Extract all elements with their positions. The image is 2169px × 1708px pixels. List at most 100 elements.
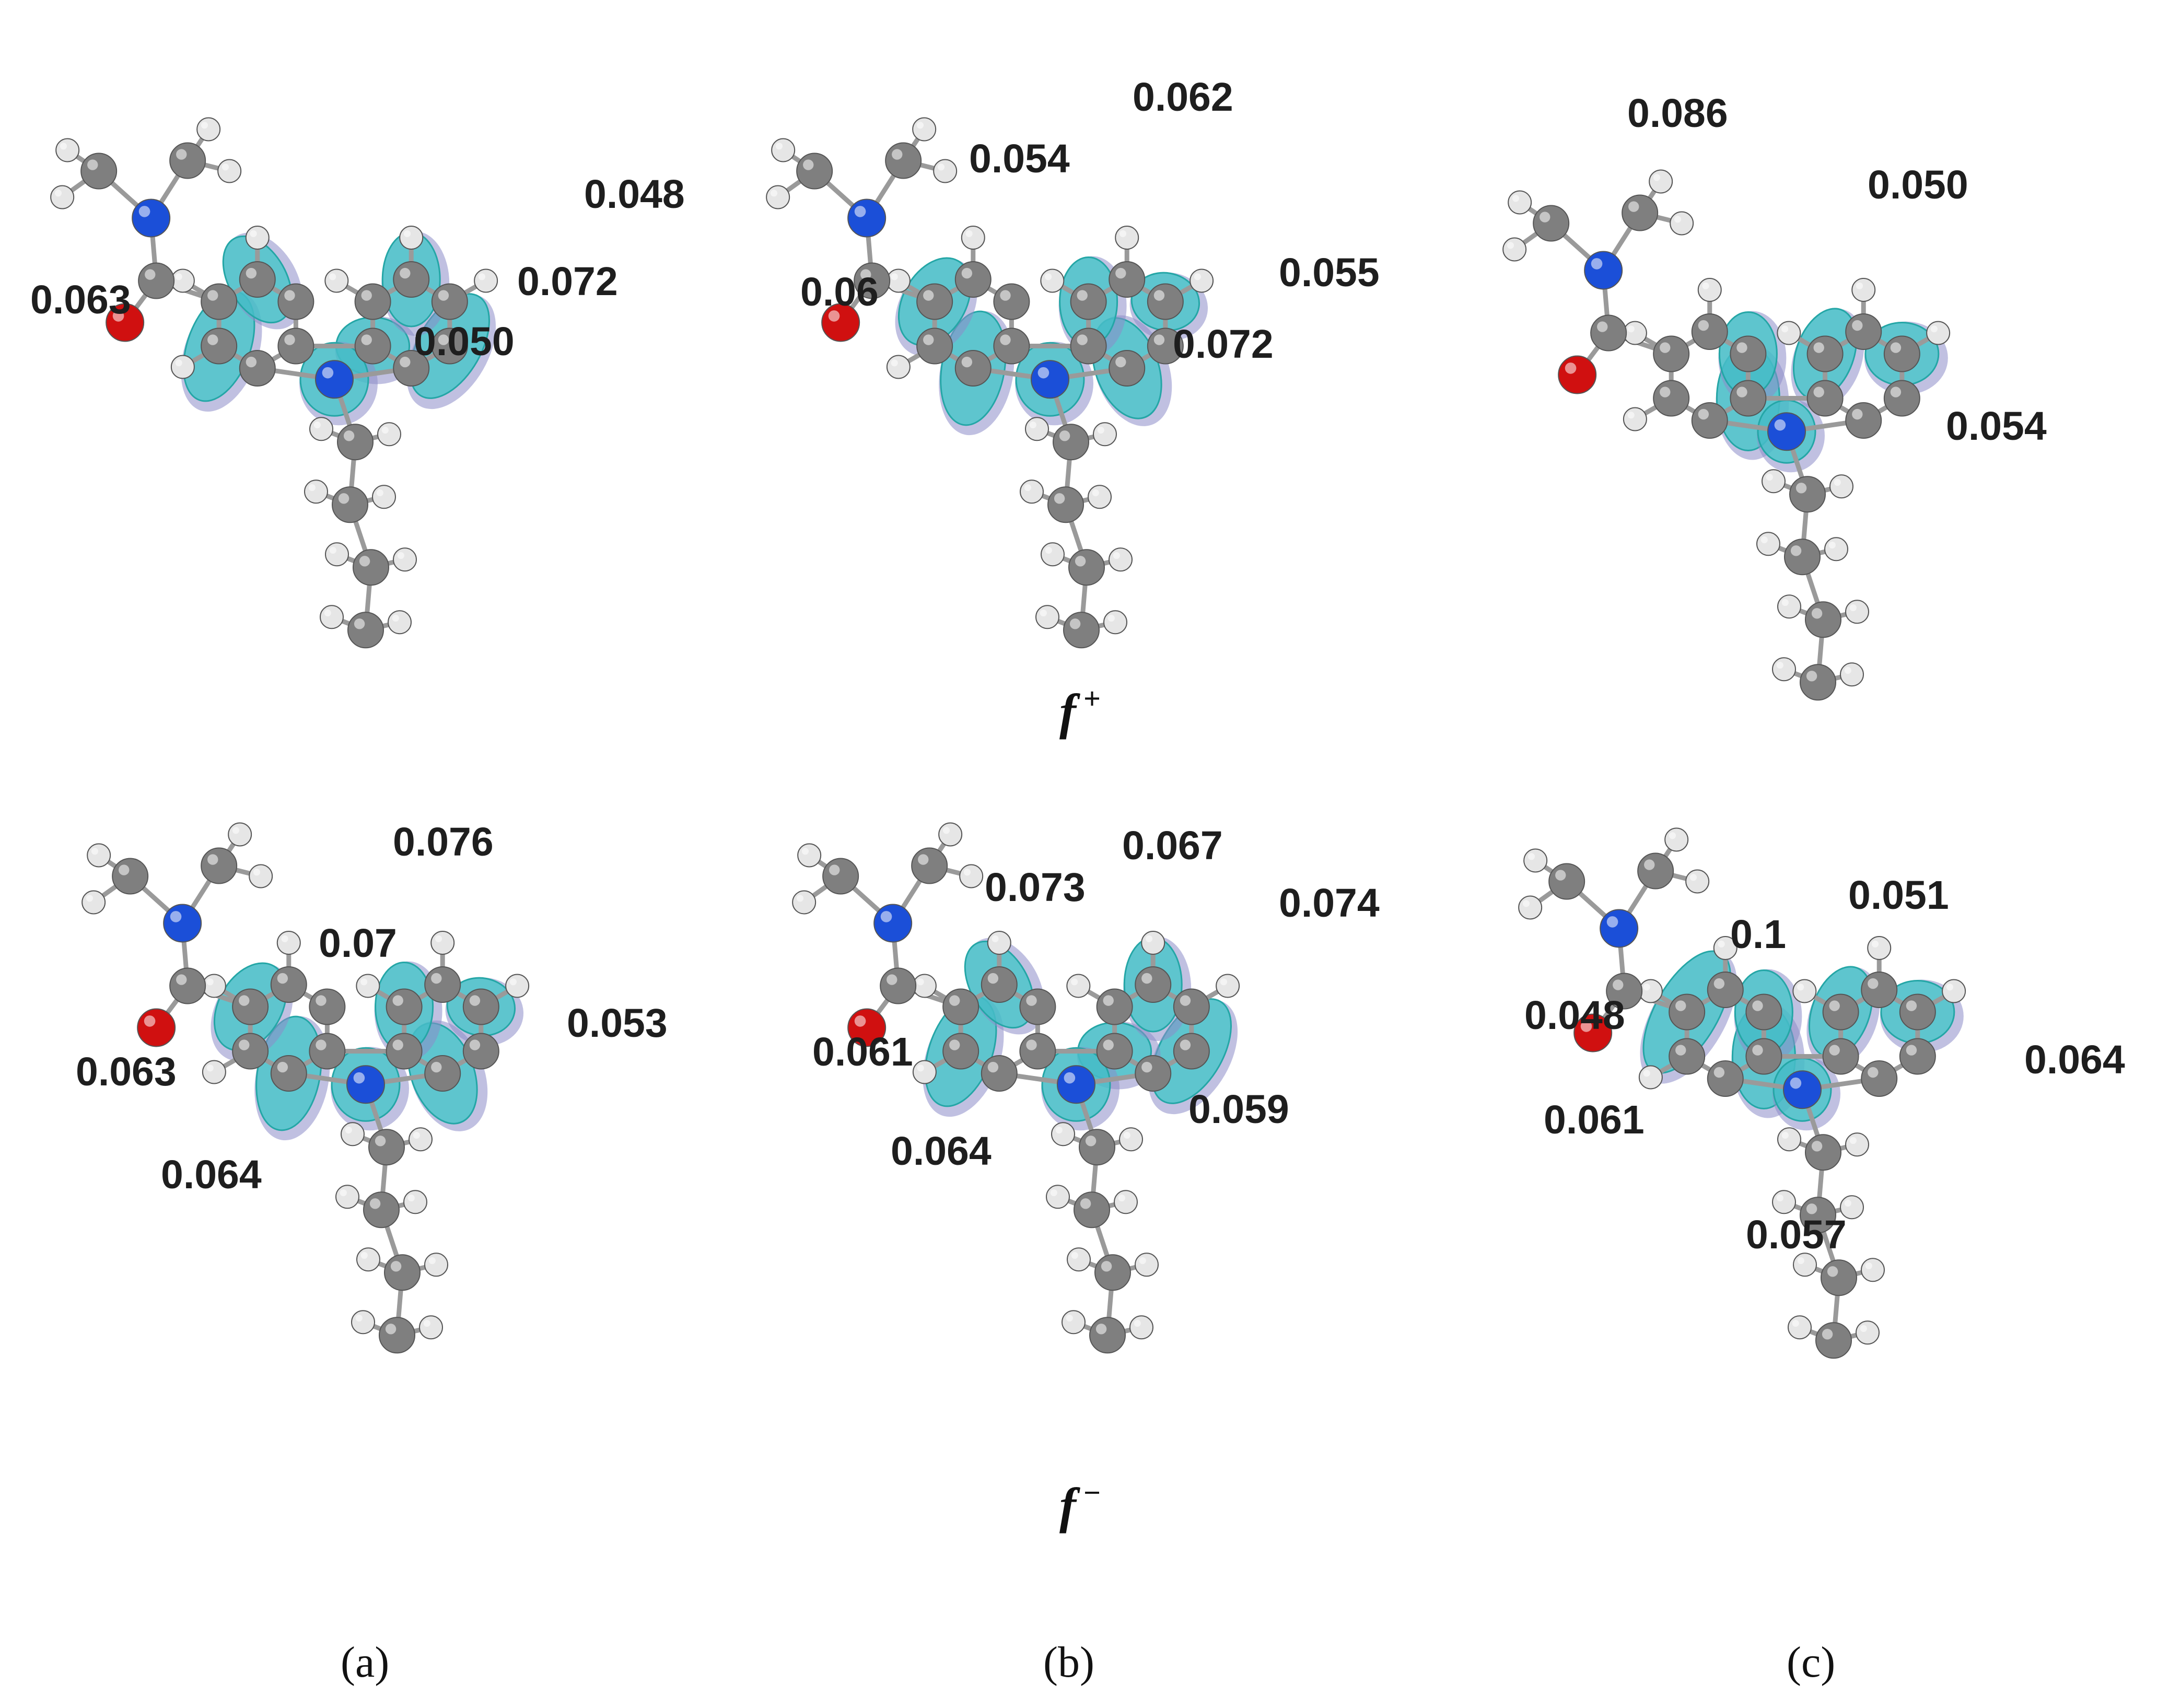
atom-h	[1508, 190, 1532, 215]
value-label: 0.050	[1868, 162, 1968, 207]
atom-highlight	[775, 143, 783, 150]
atom-highlight	[138, 206, 150, 217]
atom-h	[388, 610, 412, 635]
atom-highlight	[119, 864, 130, 875]
atom-highlight	[338, 493, 349, 504]
atom-h	[1638, 1065, 1663, 1090]
atom-highlight	[1781, 599, 1789, 606]
atom-highlight	[1890, 342, 1902, 353]
atom-c	[169, 967, 206, 1004]
atom-highlight	[353, 1072, 365, 1084]
atom-highlight	[277, 1061, 288, 1073]
atom-highlight	[892, 149, 903, 160]
atom-highlight	[1760, 536, 1768, 544]
atom-highlight	[1834, 478, 1841, 486]
value-label: 0.054	[1946, 404, 2047, 449]
atom-h	[399, 226, 424, 250]
atom-highlight	[1627, 325, 1635, 333]
atom-n	[1057, 1065, 1095, 1104]
atom-highlight	[250, 230, 257, 237]
value-label: 0.061	[812, 1030, 913, 1074]
atom-n	[847, 198, 887, 238]
atom-h	[1115, 226, 1139, 250]
atom-c	[1730, 335, 1767, 372]
atom-c	[1147, 283, 1184, 320]
atom-c	[885, 142, 922, 179]
atom-c	[1861, 1060, 1898, 1097]
atom-highlight	[324, 609, 331, 617]
atom-highlight	[1844, 1199, 1851, 1207]
atom-highlight	[1555, 870, 1566, 881]
atom-c	[270, 1055, 307, 1092]
atom-highlight	[343, 430, 355, 441]
value-label: 0.072	[1173, 322, 1274, 367]
atom-h	[1788, 1315, 1812, 1340]
atom-c	[1173, 988, 1210, 1025]
atom-highlight	[801, 848, 809, 855]
atom-highlight	[1071, 978, 1078, 986]
atom-highlight	[360, 978, 368, 986]
atom-highlight	[891, 273, 898, 280]
atom-highlight	[469, 1039, 481, 1050]
molecule	[1518, 827, 1966, 1359]
value-label: 0.061	[1544, 1097, 1645, 1142]
atom-highlight	[145, 269, 156, 280]
atom-h	[1119, 1127, 1143, 1152]
atom-highlight	[1776, 1194, 1783, 1202]
atom-highlight	[1736, 342, 1747, 353]
atom-highlight	[60, 143, 67, 150]
atom-h	[325, 542, 349, 567]
atom-highlight	[1713, 978, 1725, 989]
atom-highlight	[246, 356, 257, 368]
atom-highlight	[1660, 387, 1671, 397]
atom-c	[796, 153, 833, 190]
atom-highlight	[232, 827, 240, 834]
atom-c	[1821, 1259, 1857, 1296]
atom-c	[1707, 1060, 1744, 1097]
atom-h	[1824, 537, 1848, 561]
atom-h	[1040, 268, 1065, 293]
atom-highlight	[1930, 325, 1938, 333]
fukui-values: 0.063 0.048 0.072 0.050 0.062 0.054 0.06…	[30, 75, 2125, 1257]
atom-h	[81, 890, 106, 915]
atom-highlight	[1080, 1198, 1091, 1209]
atom-h	[1066, 974, 1091, 998]
atom-highlight	[1134, 1319, 1141, 1327]
value-label: 0.1	[1730, 912, 1786, 957]
atom-highlight	[1101, 1261, 1112, 1272]
atom-highlight	[1507, 242, 1514, 249]
atom-c	[138, 262, 175, 299]
atom-highlight	[207, 334, 218, 345]
atom-h	[1020, 479, 1044, 504]
atom-c	[880, 967, 917, 1004]
atom-c	[822, 858, 859, 895]
atom-h	[474, 268, 498, 293]
atom-h	[1141, 931, 1165, 955]
atom-highlight	[1774, 419, 1786, 431]
atom-h	[335, 1185, 359, 1209]
atom-highlight	[361, 290, 372, 301]
atom-h	[792, 890, 817, 915]
atom-highlight	[1153, 334, 1165, 345]
atom-highlight	[1736, 387, 1747, 397]
atom-highlight	[176, 149, 187, 160]
atom-highlight	[392, 1039, 403, 1050]
atom-n	[1783, 1070, 1822, 1109]
atom-highlight	[381, 426, 389, 434]
atom-highlight	[1871, 940, 1879, 947]
atom-highlight	[1000, 290, 1011, 301]
atom-c	[1019, 1033, 1056, 1070]
atom-highlight	[329, 546, 336, 554]
atom-highlight	[170, 911, 182, 922]
atom-h	[987, 931, 1011, 955]
column-label-b: (b)	[1043, 1638, 1094, 1687]
atom-h	[202, 974, 226, 998]
atom-highlight	[400, 267, 411, 279]
atom-highlight	[1066, 1314, 1073, 1322]
atom-n	[1031, 360, 1069, 399]
atom-highlight	[1026, 1039, 1037, 1050]
atom-highlight	[201, 122, 208, 129]
atom-h	[1518, 895, 1543, 920]
atom-highlight	[360, 1251, 368, 1259]
atom-highlight	[1643, 984, 1650, 991]
